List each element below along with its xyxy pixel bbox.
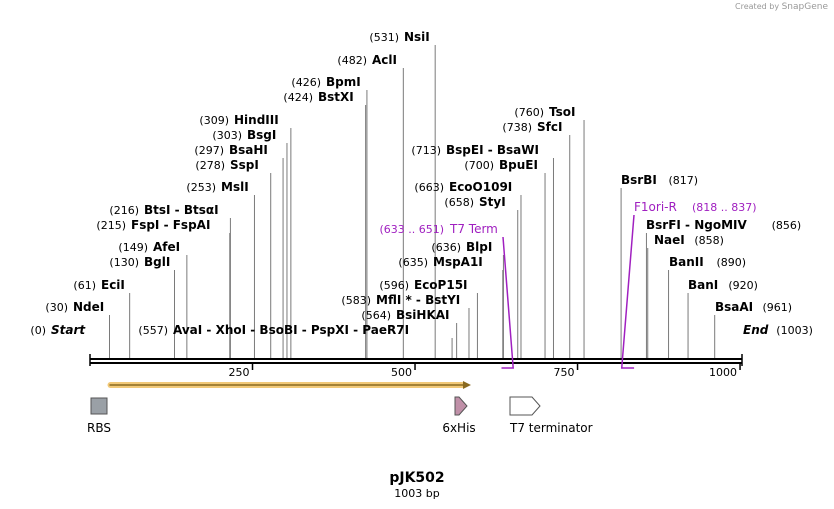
region-range: (818 .. 837)	[692, 201, 757, 214]
tick-label: 500	[391, 366, 412, 379]
orf-arrowhead	[462, 381, 471, 389]
credit-prefix: Created by	[735, 2, 780, 11]
enzyme-name: AclI	[372, 53, 397, 67]
enzyme-name: MslI	[221, 180, 249, 194]
cut-position: (738)	[502, 121, 532, 134]
enzyme-name: BtsI - BtsαI	[144, 203, 219, 217]
enzyme-name: NdeI	[73, 300, 104, 314]
enzyme-name: BlpI	[466, 240, 492, 254]
region-bracket	[620, 214, 635, 369]
cut-position: (61)	[73, 279, 96, 292]
enzyme-name: BanI	[688, 278, 718, 292]
enzyme-name: TsoI	[549, 105, 575, 119]
cut-position: (278)	[195, 159, 225, 172]
enzyme-name: EciI	[101, 278, 125, 292]
cut-position: (1003)	[776, 324, 813, 337]
enzyme-name: BsiHKAI	[396, 308, 450, 322]
enzyme-name: BsrFI - NgoMIV	[646, 218, 747, 232]
enzyme-name: BspEI - BsaWI	[446, 143, 539, 157]
cut-position: (0)	[30, 324, 46, 337]
cut-position: (890)	[717, 256, 747, 269]
cut-position: (760)	[514, 106, 544, 119]
enzyme-name: BsaHI	[229, 143, 268, 157]
enzyme-name: SfcI	[537, 120, 562, 134]
cut-position: (636)	[431, 241, 461, 254]
cut-position: (713)	[411, 144, 441, 157]
tick-label: 750	[554, 366, 575, 379]
cut-position: (658)	[444, 196, 474, 209]
cut-position: (817)	[669, 174, 699, 187]
enzyme-name: BstXI	[318, 90, 354, 104]
tick-label: 250	[229, 366, 250, 379]
enzyme-name: NaeI	[654, 233, 685, 247]
enzyme-name: MflI * - BstYI	[376, 293, 460, 307]
enzyme-name: NsiI	[404, 30, 430, 44]
tick-label: 1000	[709, 366, 737, 379]
cut-position: (531)	[369, 31, 399, 44]
enzyme-name: BsrBI	[621, 173, 657, 187]
cut-position: (961)	[763, 301, 793, 314]
cut-position: (309)	[199, 114, 229, 127]
cut-position: (130)	[109, 256, 139, 269]
enzyme-name: BsaAI	[715, 300, 753, 314]
region-bracket	[501, 236, 514, 369]
region-range: (633 .. 651)	[379, 223, 444, 236]
cut-position: (30)	[45, 301, 68, 314]
enzyme-name: HindIII	[234, 113, 279, 127]
enzyme-name: SspI	[230, 158, 259, 172]
cut-position: (596)	[379, 279, 409, 292]
enzyme-name: BpuEI	[499, 158, 538, 172]
cut-position: (297)	[194, 144, 224, 157]
cut-position: (149)	[118, 241, 148, 254]
enzyme-name: BsgI	[247, 128, 276, 142]
enzyme-name: EcoO109I	[449, 180, 512, 194]
cut-position: (856)	[772, 219, 802, 232]
cut-position: (635)	[398, 256, 428, 269]
cut-position: (426)	[291, 76, 321, 89]
enzyme-name: Start	[51, 323, 86, 337]
cut-position: (216)	[109, 204, 139, 217]
cut-position: (253)	[186, 181, 216, 194]
plasmid-size: 1003 bp	[394, 487, 440, 500]
cut-position: (482)	[337, 54, 367, 67]
plasmid-name: pJK502	[389, 470, 445, 486]
cut-position: (663)	[414, 181, 444, 194]
cut-position: (564)	[361, 309, 391, 322]
cut-position: (557)	[138, 324, 168, 337]
region-name: T7 Term	[449, 222, 498, 236]
feature-label: 6xHis	[442, 421, 475, 435]
snapgene-credit: Created by SnapGene	[735, 2, 828, 12]
enzyme-name: FspI - FspAI	[131, 218, 210, 232]
feature-his-tag-arrow	[454, 396, 468, 416]
enzyme-name: End	[743, 323, 769, 337]
enzyme-name: BglI	[144, 255, 170, 269]
enzyme-name: AvaI - XhoI - BsoBI - PspXI - PaeR7I	[173, 323, 409, 337]
feature-label: T7 terminator	[509, 421, 593, 435]
snapgene-logo: SnapGene	[781, 2, 828, 12]
enzyme-name: StyI	[479, 195, 506, 209]
feature-terminator-arrow	[509, 396, 541, 416]
cut-position: (424)	[283, 91, 313, 104]
enzyme-name: EcoP15I	[414, 278, 468, 292]
cut-position: (303)	[212, 129, 242, 142]
enzyme-name: MspA1I	[433, 255, 483, 269]
cut-position: (858)	[694, 234, 724, 247]
cut-position: (583)	[341, 294, 371, 307]
feature-label: RBS	[87, 421, 111, 435]
feature-rbs-box	[90, 397, 108, 415]
enzyme-name: BpmI	[326, 75, 361, 89]
enzyme-name: AfeI	[153, 240, 180, 254]
cut-position: (215)	[96, 219, 126, 232]
cut-position: (700)	[464, 159, 494, 172]
enzyme-name: BanII	[669, 255, 704, 269]
cut-position: (920)	[728, 279, 758, 292]
region-name: F1ori-R	[634, 200, 677, 214]
